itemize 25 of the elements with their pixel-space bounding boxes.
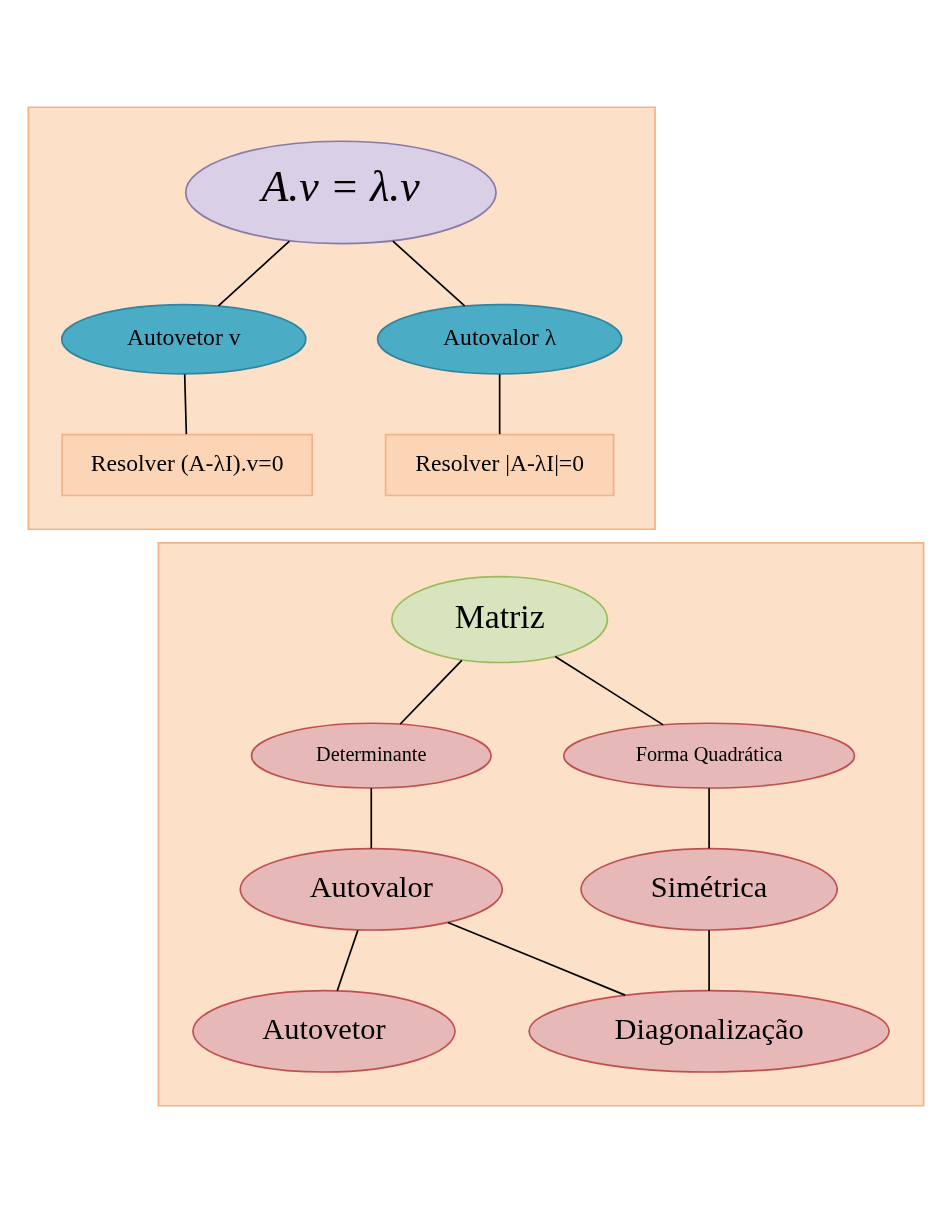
connector <box>370 786 373 849</box>
node-box: Resolver (A-λI).v=0 <box>61 433 313 496</box>
node-ellipse: Forma Quadrática <box>562 721 856 789</box>
node-ellipse: Autovetor v <box>60 303 307 375</box>
node-ellipse: Determinante <box>250 721 492 789</box>
node-ellipse: Diagonalização <box>528 989 890 1073</box>
node-box: Resolver |A-λI|=0 <box>384 433 615 496</box>
node-ellipse: Matriz <box>391 575 609 663</box>
connector <box>554 655 665 726</box>
connector <box>336 929 359 991</box>
connector <box>708 929 710 991</box>
node-ellipse: A.v = λ.v <box>184 139 497 244</box>
connector <box>447 921 626 996</box>
connector <box>708 786 710 849</box>
cluster <box>27 105 656 530</box>
connector <box>217 239 291 307</box>
node-ellipse: Autovalor <box>239 847 504 931</box>
connector <box>183 373 188 435</box>
node-ellipse: Autovalor λ <box>376 303 623 375</box>
connector <box>399 659 463 725</box>
node-ellipse: Simétrica <box>580 847 839 931</box>
connector <box>498 373 501 435</box>
cluster <box>157 541 925 1107</box>
connector <box>392 239 466 307</box>
node-ellipse: Autovetor <box>192 989 456 1073</box>
